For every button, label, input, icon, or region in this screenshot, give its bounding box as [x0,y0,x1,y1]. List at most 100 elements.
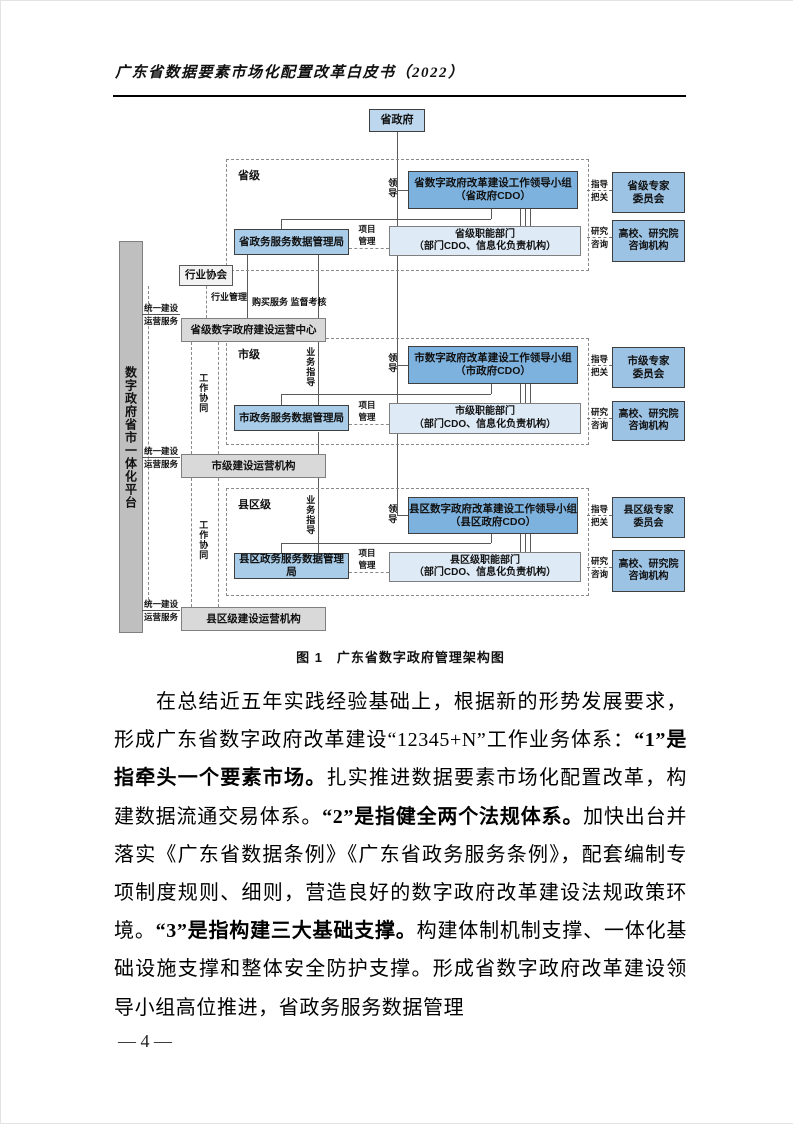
expert-line2: 委员会 [632,367,665,380]
label-guide: 指导 [587,353,612,366]
advisor-line1: 高校、研究院 [618,408,679,420]
multi-line-province-1 [520,209,521,226]
project-dash-province [349,248,389,249]
body-segment: 构建体制机制支撑、一体化基础设施支撑和整体安全防护支撑。形成省数字政府改革建设领… [114,920,687,1019]
label-guide: 指导 [587,503,612,516]
box-data-bureau-city: 市政务服务数据管理局 [234,405,349,431]
departments-line2: （部门CDO、信息化负责机构） [413,241,557,252]
level-frame-city [226,338,589,445]
integrated-platform-bar: 数字政府省市一体化平台 [119,241,143,633]
expert-line2: 委员会 [632,192,665,205]
label-research: 研究 [587,406,612,419]
box-data-bureau-province: 省政务服务数据管理局 [234,229,349,255]
elbow-v1-county [491,534,492,543]
label-lead: 领导 [387,178,398,198]
synergy-line-b2 [218,478,219,607]
body-segment: 在总结近五年实践经验基础上，根据新的形势发展要求，形成广东省数字政府改革建设“1… [114,691,687,752]
elbow-v1-province [491,209,492,219]
label-purchase-supervise: 购买服务 监督考核 [252,297,327,307]
elbow-h-city [281,394,491,395]
elbow-v1-city [491,384,492,394]
elbow-h-province [281,219,491,220]
body-paragraph: 在总结近五年实践经验基础上，根据新的形势发展要求，形成广东省数字政府改革建设“1… [114,683,687,1027]
box-expert-committee-county: 县区级专家 委员会 [612,497,685,538]
box-leading-group-province: 省数字政府改革建设工作领导小组 （省政府CDO） [408,171,578,209]
pair-unified-province: 统一建设 运营服务 [142,302,180,327]
level-name-province: 省级 [238,170,260,182]
box-advisors-city: 高校、研究院 咨询机构 [612,401,685,441]
label-consult: 咨询 [590,569,608,579]
label-manage: 管理 [358,412,376,422]
elbow-v2-province [281,219,282,229]
label-lead: 领导 [387,504,398,524]
box-provincial-government: 省政府 [369,109,425,132]
label-manage: 管理 [358,236,376,246]
pair-research-consult-county: 研究 咨询 [587,555,612,580]
multi-line-province-3 [530,209,531,226]
label-project-mgmt-city: 项目 管理 [352,399,382,423]
label-project: 项目 [358,548,376,558]
multi-line-province-2 [525,209,526,226]
label-ops-service: 运营服务 [143,459,178,469]
departments-line2: （部门CDO、信息化负责机构） [413,418,557,430]
box-ops-center-county: 县区级建设运营机构 [181,607,326,631]
label-work-synergy: 工作协同 [198,373,209,413]
trunk-stub-city [398,365,408,366]
trunk-stub-province [398,190,408,191]
advisor-line2: 咨询机构 [628,421,669,432]
level-frame-province [226,159,589,271]
elbow-h-county [281,543,491,544]
pair-unified-county: 统一建设 运营服务 [142,598,180,623]
box-ops-center-province: 省级数字政府建设运营中心 [181,318,326,342]
label-ops-service: 运营服务 [143,316,178,326]
leading-group-line1: 市数字政府改革建设工作领导小组 [414,352,572,365]
advisor-line1: 高校、研究院 [618,228,679,240]
platform-dashed-line [148,286,149,605]
box-ops-center-city: 市级建设运营机构 [181,454,326,478]
label-check: 把关 [590,367,608,377]
advisor-line2: 咨询机构 [628,571,669,582]
label-project: 项目 [358,400,376,410]
label-project-mgmt-province: 项目 管理 [352,223,382,247]
project-dash-city [349,424,389,425]
label-research: 研究 [587,225,612,238]
project-dash-county [349,572,389,573]
trunk-line [397,132,398,516]
org-chart-figure: 省政府 数字政府省市一体化平台 行业协会 行业管理 省级数字政府建设运营中心 市… [1,1,793,665]
level-frame-county [226,488,589,596]
industry-mgmt-line [206,286,207,318]
multi-line-city-2 [525,384,526,403]
pair-guide-check-county: 指导 把关 [587,503,612,528]
label-check: 把关 [590,517,608,527]
label-project-mgmt-county: 项目 管理 [352,547,382,571]
synergy-line-b1 [191,478,192,607]
box-departments-province: 省级职能部门 （部门CDO、信息化负责机构） [389,226,581,256]
multi-line-county-2 [525,534,526,552]
expert-line1: 省级专家 [627,179,670,192]
label-check: 把关 [590,192,608,202]
expert-line1: 县区级专家 [623,505,674,517]
box-expert-committee-city: 市级专家 委员会 [612,347,685,388]
box-industry-association: 行业协会 [179,265,233,286]
pair-research-consult-city: 研究 咨询 [587,406,612,431]
departments-line1: 省级职能部门 [455,228,515,240]
pair-research-consult-province: 研究 咨询 [587,225,612,250]
leading-group-line2: （县区政府CDO） [449,515,537,528]
multi-line-city-1 [520,384,521,403]
pair-unified-city: 统一建设 运营服务 [142,445,180,470]
synergy-line-a2 [218,342,219,454]
label-unified-build: 统一建设 [142,303,180,315]
label-unified-build: 统一建设 [142,599,180,611]
body-segment: 扎实推进数据要素市场化配置改革，构建数据流通交易体系。 [114,767,688,828]
body-segment-bold: “3”是指构建三大基础支撑。 [155,920,417,943]
page-number: — 4 — [118,1031,172,1051]
label-biz-guidance: 业务指导 [305,347,316,387]
label-unified-build: 统一建设 [142,446,180,458]
elbow-v2-city [281,394,282,405]
label-research: 研究 [587,555,612,568]
advisor-line1: 高校、研究院 [618,558,679,570]
level-name-county: 县区级 [238,499,271,511]
box-expert-committee-province: 省级专家 委员会 [612,172,685,213]
label-guide: 指导 [587,178,612,191]
